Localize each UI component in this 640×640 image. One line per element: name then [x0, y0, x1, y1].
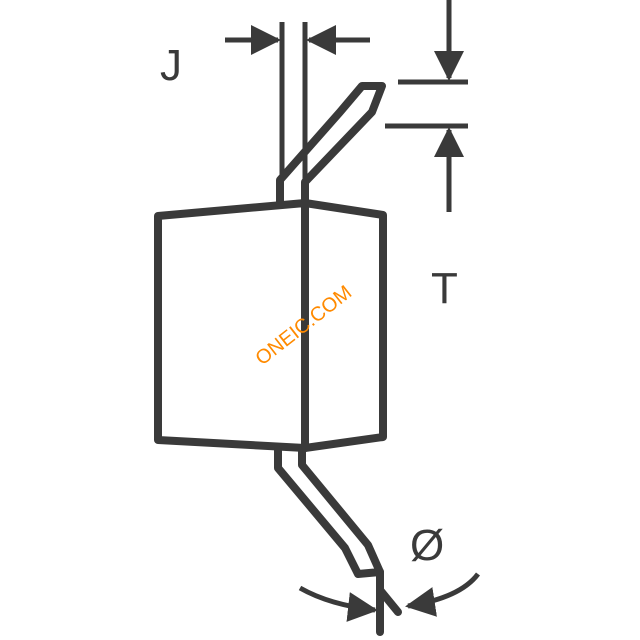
lower-lead: [274, 446, 402, 636]
body-left-face: [154, 199, 309, 452]
upper-lead-outline: [276, 82, 386, 214]
lead-angle-line: [376, 586, 402, 616]
dimension-t: [385, 0, 468, 212]
t-label: T: [431, 264, 458, 313]
angle-arc-left: [298, 585, 378, 622]
component-body: [154, 199, 387, 452]
dimension-angle: [298, 572, 480, 622]
body-right-face: [301, 199, 387, 452]
angle-label: Ø: [410, 521, 444, 570]
angle-arc-right: [405, 572, 480, 617]
j-label: J: [160, 41, 182, 90]
upper-lead: [276, 82, 386, 214]
dimension-j: [225, 22, 370, 180]
lower-lead-outline: [274, 446, 384, 578]
